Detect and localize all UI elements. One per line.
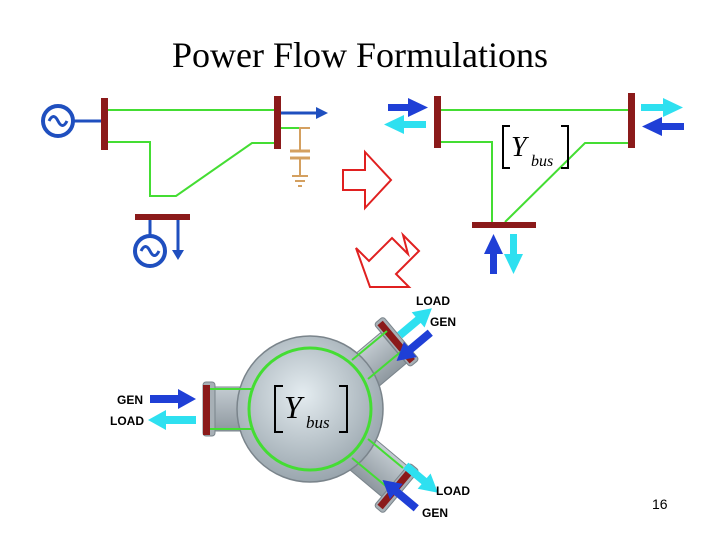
load-arrow-icon bbox=[641, 98, 683, 117]
generator-icon bbox=[133, 234, 167, 268]
ybus-symbol: Y bbox=[284, 389, 305, 425]
page-number: 16 bbox=[652, 496, 668, 512]
load-arrow-icon bbox=[172, 220, 184, 260]
gen-label: GEN bbox=[117, 393, 143, 407]
slide-title: Power Flow Formulations bbox=[171, 35, 548, 75]
capacitor-icon bbox=[290, 127, 310, 187]
gen-arrow-icon bbox=[396, 329, 433, 361]
gen-label: GEN bbox=[430, 315, 456, 329]
gen-arrow-icon bbox=[150, 389, 196, 409]
hub-illustration: Y bus GEN LOAD LOAD GEN bbox=[110, 294, 470, 520]
bus-bar bbox=[434, 96, 441, 148]
gen-arrow-icon bbox=[388, 98, 428, 117]
load-arrow-icon bbox=[504, 234, 523, 274]
load-label: LOAD bbox=[436, 484, 470, 498]
transmission-lines bbox=[439, 109, 632, 223]
ybus-subscript: bus bbox=[531, 153, 553, 170]
ybus-hub bbox=[236, 335, 384, 483]
gen-label: GEN bbox=[422, 506, 448, 520]
bus-bar bbox=[628, 93, 635, 148]
one-line-network bbox=[41, 96, 328, 268]
load-arrow-icon bbox=[403, 462, 438, 493]
load-arrow-icon bbox=[281, 107, 328, 119]
bus-bar bbox=[472, 222, 536, 228]
load-arrow-icon bbox=[384, 115, 426, 134]
ybus-symbol: Y bbox=[511, 132, 530, 163]
load-label: LOAD bbox=[110, 414, 144, 428]
ybus-matrix: Y bus bbox=[274, 385, 348, 433]
bus-bar bbox=[101, 98, 108, 150]
load-label: LOAD bbox=[416, 294, 450, 308]
transform-arrow-icon bbox=[355, 231, 421, 288]
gen-arrow-icon bbox=[484, 234, 503, 274]
gen-arrow-icon bbox=[642, 117, 684, 136]
gen-arrow-icon bbox=[382, 480, 419, 512]
transform-arrow-icon bbox=[342, 149, 393, 211]
bus-bar bbox=[203, 385, 210, 435]
ybus-network: Y bus bbox=[384, 93, 684, 274]
bus-bar bbox=[274, 96, 281, 149]
ybus-subscript: bus bbox=[306, 413, 330, 432]
ybus-matrix: Y bus bbox=[502, 125, 569, 170]
generator-icon bbox=[41, 104, 104, 138]
load-arrow-icon bbox=[397, 308, 432, 339]
load-arrow-icon bbox=[148, 410, 196, 430]
bus-bar bbox=[135, 214, 190, 220]
